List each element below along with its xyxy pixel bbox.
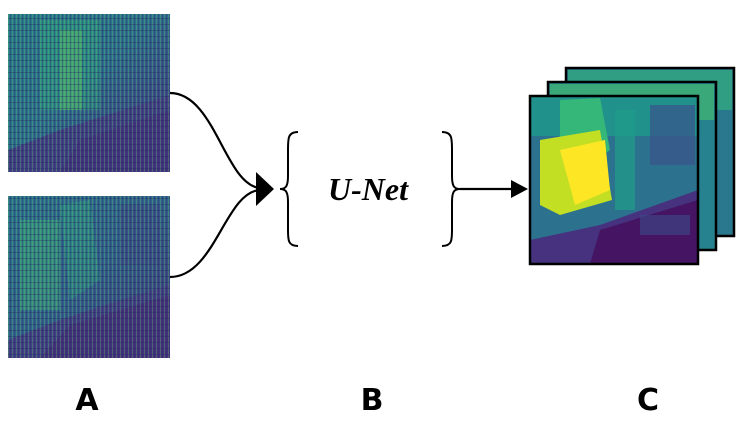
input-image-1 bbox=[8, 14, 170, 172]
connector-curve-bottom bbox=[169, 188, 261, 279]
connector-curve-top bbox=[169, 91, 261, 190]
panel-label-b: B bbox=[361, 383, 384, 418]
right-brace bbox=[441, 131, 461, 247]
merge-arrowhead bbox=[256, 172, 274, 206]
panel-label-a: A bbox=[75, 383, 99, 418]
unet-label: U-Net bbox=[328, 171, 409, 207]
output-image-front bbox=[528, 94, 700, 266]
input-image-2 bbox=[8, 196, 170, 358]
panel-label-c: C bbox=[637, 383, 659, 418]
output-arrowhead bbox=[511, 180, 528, 198]
left-brace bbox=[279, 131, 299, 247]
